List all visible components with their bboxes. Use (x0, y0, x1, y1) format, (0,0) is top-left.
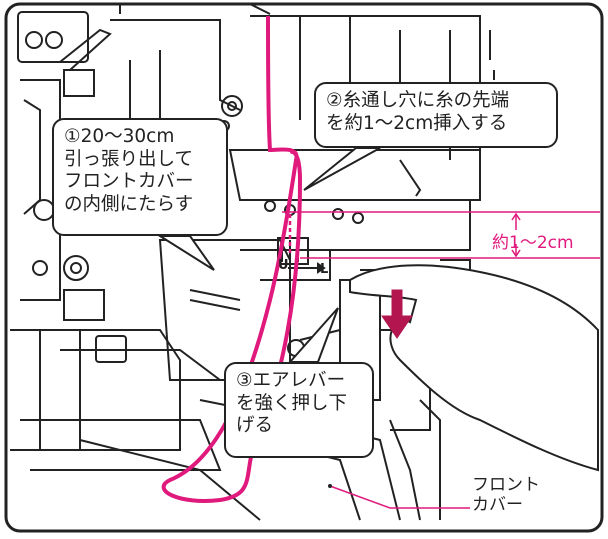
callout-step2: ②糸通し穴に糸の先端 を約1～2cm挿入する (314, 82, 558, 148)
machine-left-parts (10, 11, 222, 471)
u-mark-label: U (278, 258, 289, 273)
callout-step3-line2: を強く押し下 (236, 392, 348, 414)
callout2-pointer (303, 147, 381, 191)
front-cover-label-line1: フロント (472, 475, 540, 495)
callout-step1-line3: フロントカバー (64, 171, 194, 193)
front-cover-leader-dot (328, 484, 332, 488)
double-arrow-icon (288, 262, 326, 274)
callout-step1-line1: ①20～30cm (64, 126, 175, 147)
thread-line (161, 15, 303, 503)
callout-step2-line1: ②糸通し穴に糸の先端 (326, 90, 510, 111)
callout-step3-line1: ③エアレバー (236, 370, 346, 391)
l-mark-label: L (320, 262, 329, 277)
measurement-guides (282, 211, 600, 259)
callout-step2-line2: を約1～2cm挿入する (326, 112, 508, 134)
front-cover-label-line2: カバー (472, 494, 523, 515)
measurement-label: 約1～2cm (492, 233, 574, 253)
callout-step3-line3: げる (236, 415, 274, 437)
callout1-pointer (156, 235, 215, 271)
callout-step1: ①20～30cm 引っ張り出して フロントカバー の内側にたらす (52, 118, 228, 236)
callout-step3: ③エアレバー を強く押し下 げる (224, 362, 374, 458)
callout-step1-line2: 引っ張り出して (64, 148, 193, 170)
callout-step1-line4: の内側にたらす (64, 193, 194, 215)
front-cover-leader (329, 485, 470, 509)
front-cover-label: フロント カバー (472, 475, 540, 515)
frame-tab (119, 3, 271, 15)
down-arrow-icon (381, 289, 413, 339)
